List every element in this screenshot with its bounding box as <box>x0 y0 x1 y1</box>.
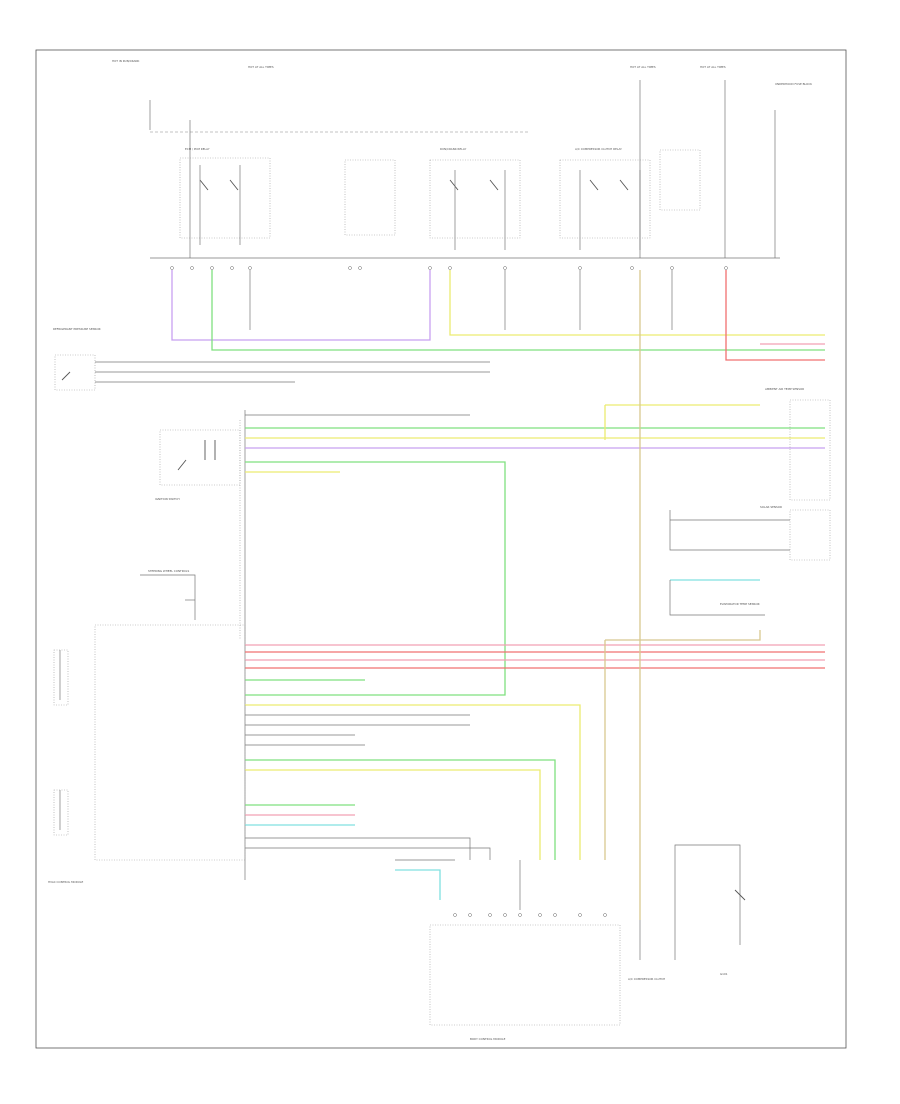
hot-at-all-times-2-label: HOT AT ALL TIMES <box>630 65 656 69</box>
wires-mid <box>245 404 825 696</box>
right-sensor: AMBIENT AIR TEMP SENSOR <box>765 387 831 501</box>
sensor-left-label: REFRIGERANT PRESSURE SENSOR <box>53 327 101 331</box>
hot-at-all-times-1: HOT AT ALL TIMES <box>248 65 274 69</box>
wire-green-top <box>211 270 825 351</box>
wire-yellow-top <box>449 270 825 336</box>
hot-at-all-times-2: HOT AT ALL TIMES <box>630 65 656 69</box>
top-left-fuse-label: HOT IN RUN/CRANK <box>112 59 140 63</box>
bcm-pins <box>453 913 607 917</box>
fuse-block: UNDERHOOD FUSE BLOCK <box>775 82 812 86</box>
top-left-fuse: HOT IN RUN/CRANK <box>112 59 151 130</box>
fuse-block-label: UNDERHOOD FUSE BLOCK <box>775 82 812 86</box>
relay-2: RUN/CRANK RELAY <box>429 147 521 250</box>
wires-lower <box>245 630 825 900</box>
ignition-switch: IGNITION SWITCH <box>155 429 241 501</box>
right-sensor-2: SOLAR SENSOR <box>669 505 831 561</box>
hot-at-all-times-3: HOT AT ALL TIMES <box>700 65 726 69</box>
ac-compressor-label: A/C COMPRESSOR CLUTCH <box>628 977 665 981</box>
relay-2-label: RUN/CRANK RELAY <box>440 147 467 151</box>
wire-red-top <box>725 270 825 361</box>
right-sensor-label: AMBIENT AIR TEMP SENSOR <box>765 387 804 391</box>
relay-1: ECM / PCM RELAY <box>179 147 271 245</box>
steering-wheel: STEERING WHEEL CONTROLS <box>140 569 196 620</box>
body-module-label: BODY CONTROL MODULE <box>470 1037 506 1041</box>
wires-vertical-bcm <box>519 270 641 920</box>
steering-wheel-label: STEERING WHEEL CONTROLS <box>148 569 189 573</box>
hvac-module-label: HVAC CONTROL MODULE <box>48 880 83 884</box>
fuse-sub-labels <box>344 149 701 236</box>
relay-3: A/C COMPRESSOR CLUTCH RELAY <box>559 147 651 250</box>
hot-at-all-times-3-label: HOT AT ALL TIMES <box>700 65 726 69</box>
ignition-switch-label: IGNITION SWITCH <box>155 497 180 501</box>
hot-at-all-times-1-label: HOT AT ALL TIMES <box>248 65 274 69</box>
ground: G101 <box>674 844 746 976</box>
evaporator: EVAPORATOR TEMP SENSOR <box>669 579 765 616</box>
body-module: BODY CONTROL MODULE <box>429 924 621 1041</box>
evaporator-label: EVAPORATOR TEMP SENSOR <box>720 602 760 606</box>
right-sensor-2-label: SOLAR SENSOR <box>760 505 782 509</box>
relay-1-label: ECM / PCM RELAY <box>185 147 210 151</box>
sensor-left: REFRIGERANT PRESSURE SENSOR <box>53 327 490 391</box>
wire-purple <box>171 270 431 341</box>
relay-3-label: A/C COMPRESSOR CLUTCH RELAY <box>575 147 622 151</box>
pin-row-top <box>170 266 728 270</box>
ground-label: G101 <box>720 972 728 976</box>
hvac-module: HVAC CONTROL MODULE <box>48 624 246 884</box>
diagram-frame <box>35 49 847 1049</box>
ac-compressor: A/C COMPRESSOR CLUTCH <box>628 920 665 981</box>
